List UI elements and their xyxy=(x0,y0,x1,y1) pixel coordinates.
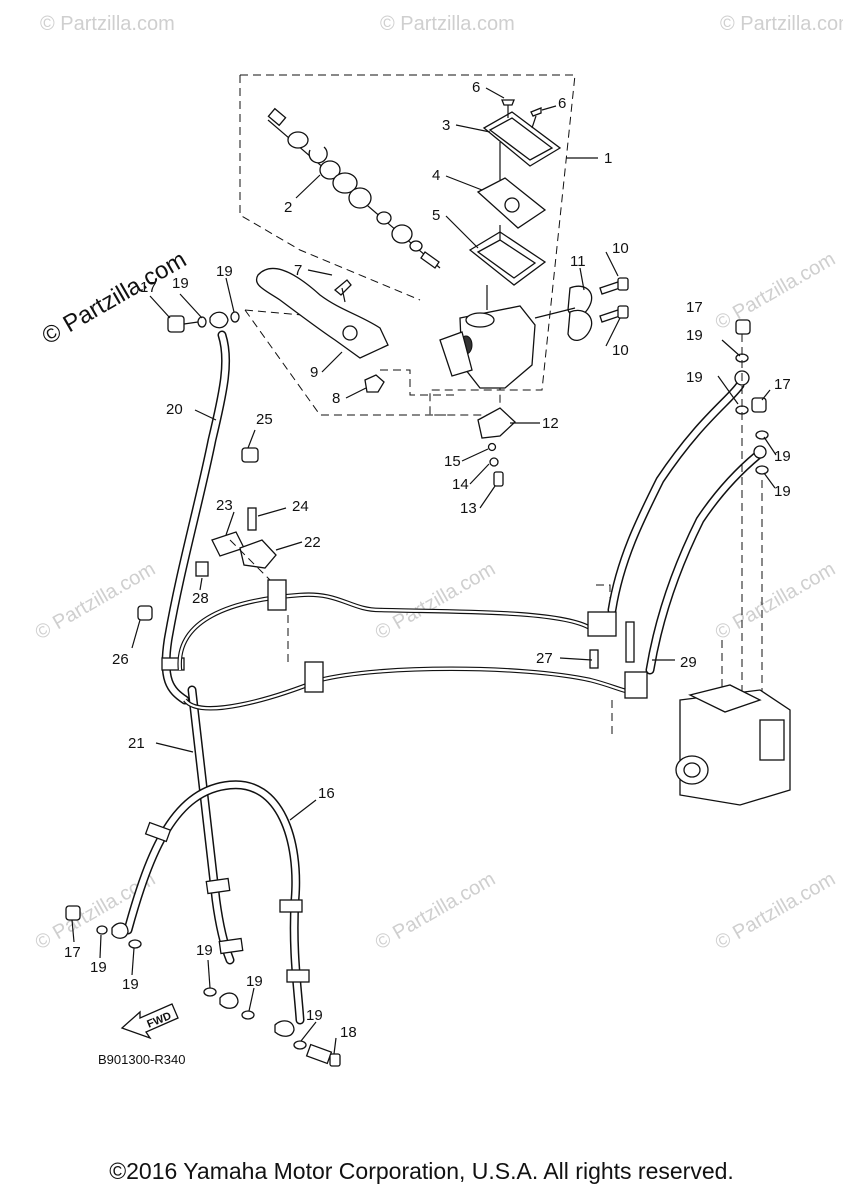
callout-17: 17 xyxy=(686,299,703,316)
leader-lines xyxy=(71,87,777,1055)
brake-hose-20 xyxy=(161,330,231,705)
watermark: © Partzilla.com xyxy=(372,868,500,954)
callout-29: 29 xyxy=(680,654,697,671)
cap-screws xyxy=(501,99,542,129)
callout-26: 26 xyxy=(112,651,129,668)
callout-6: 6 xyxy=(472,79,480,96)
callout-5: 5 xyxy=(432,207,440,224)
callout-10: 10 xyxy=(612,240,629,257)
callout-19: 19 xyxy=(90,959,107,976)
callout-21: 21 xyxy=(128,735,145,752)
callout-4: 4 xyxy=(432,167,440,184)
callout-19: 19 xyxy=(246,973,263,990)
diagram-code: B901300-R340 xyxy=(98,1052,185,1067)
watermarks: © Partzilla.com © Partzilla.com © Partzi… xyxy=(32,13,843,954)
callout-20: 20 xyxy=(166,401,183,418)
watermark: © Partzilla.com xyxy=(40,13,175,35)
callout-2: 2 xyxy=(284,199,292,216)
callout-19: 19 xyxy=(686,369,703,386)
brake-switch xyxy=(477,407,516,487)
brake-hose-16 xyxy=(123,780,310,1025)
piston-kit xyxy=(267,107,441,269)
watermark: © Partzilla.com xyxy=(32,558,160,644)
brackets xyxy=(137,447,635,735)
abs-unit xyxy=(675,684,791,806)
watermark: © Partzilla.com xyxy=(712,558,840,644)
callout-3: 3 xyxy=(442,117,450,134)
callout-12: 12 xyxy=(542,415,559,432)
callout-28: 28 xyxy=(192,590,209,607)
callout-17: 17 xyxy=(140,279,157,296)
master-cylinder-body xyxy=(439,285,536,389)
watermark: © Partzilla.com xyxy=(712,868,840,954)
lower-banjo-bolts xyxy=(65,905,341,1067)
callout-19: 19 xyxy=(122,976,139,993)
callout-17: 17 xyxy=(64,944,81,961)
callout-25: 25 xyxy=(256,411,273,428)
callout-6: 6 xyxy=(558,95,566,112)
callout-8: 8 xyxy=(332,390,340,407)
callout-17: 17 xyxy=(774,376,791,393)
fwd-arrow-icon: FWD xyxy=(120,1003,179,1040)
abs-hoses xyxy=(587,370,767,699)
callout-14: 14 xyxy=(452,476,469,493)
watermark-main: © Partzilla.com xyxy=(38,246,192,350)
callout-19: 19 xyxy=(196,942,213,959)
brake-pipe xyxy=(177,579,631,711)
callout-19: 19 xyxy=(172,275,189,292)
callout-19: 19 xyxy=(216,263,233,280)
callout-9: 9 xyxy=(310,364,318,381)
callout-7: 7 xyxy=(294,262,302,279)
brake-hose-21 xyxy=(161,657,244,965)
callout-18: 18 xyxy=(340,1024,357,1041)
brake-lever xyxy=(255,267,389,393)
watermark: © Partzilla.com xyxy=(720,13,843,35)
callout-10: 10 xyxy=(612,342,629,359)
callout-22: 22 xyxy=(304,534,321,551)
callout-15: 15 xyxy=(444,453,461,470)
callout-19: 19 xyxy=(774,448,791,465)
watermark: © Partzilla.com xyxy=(380,13,515,35)
callout-1: 1 xyxy=(604,150,612,167)
reservoir-cap-stack xyxy=(468,111,562,286)
callout-19: 19 xyxy=(686,327,703,344)
right-banjo-bolts xyxy=(721,319,769,710)
callout-11: 11 xyxy=(570,253,586,270)
callout-19: 19 xyxy=(306,1007,323,1024)
callout-16: 16 xyxy=(318,785,335,802)
callout-23: 23 xyxy=(216,497,233,514)
copyright-notice: ©2016 Yamaha Motor Corporation, U.S.A. A… xyxy=(109,1158,734,1184)
callout-27: 27 xyxy=(536,650,553,667)
watermark: © Partzilla.com xyxy=(372,558,500,644)
callout-24: 24 xyxy=(292,498,309,515)
callout-labels: 6 6 3 1 4 2 5 7 9 8 10 11 10 12 15 14 13… xyxy=(64,79,791,1067)
watermark: © Partzilla.com xyxy=(712,248,840,334)
callout-13: 13 xyxy=(460,500,477,517)
upper-left-banjo xyxy=(167,311,240,333)
callout-19: 19 xyxy=(774,483,791,500)
handlebar-holder xyxy=(534,277,629,341)
